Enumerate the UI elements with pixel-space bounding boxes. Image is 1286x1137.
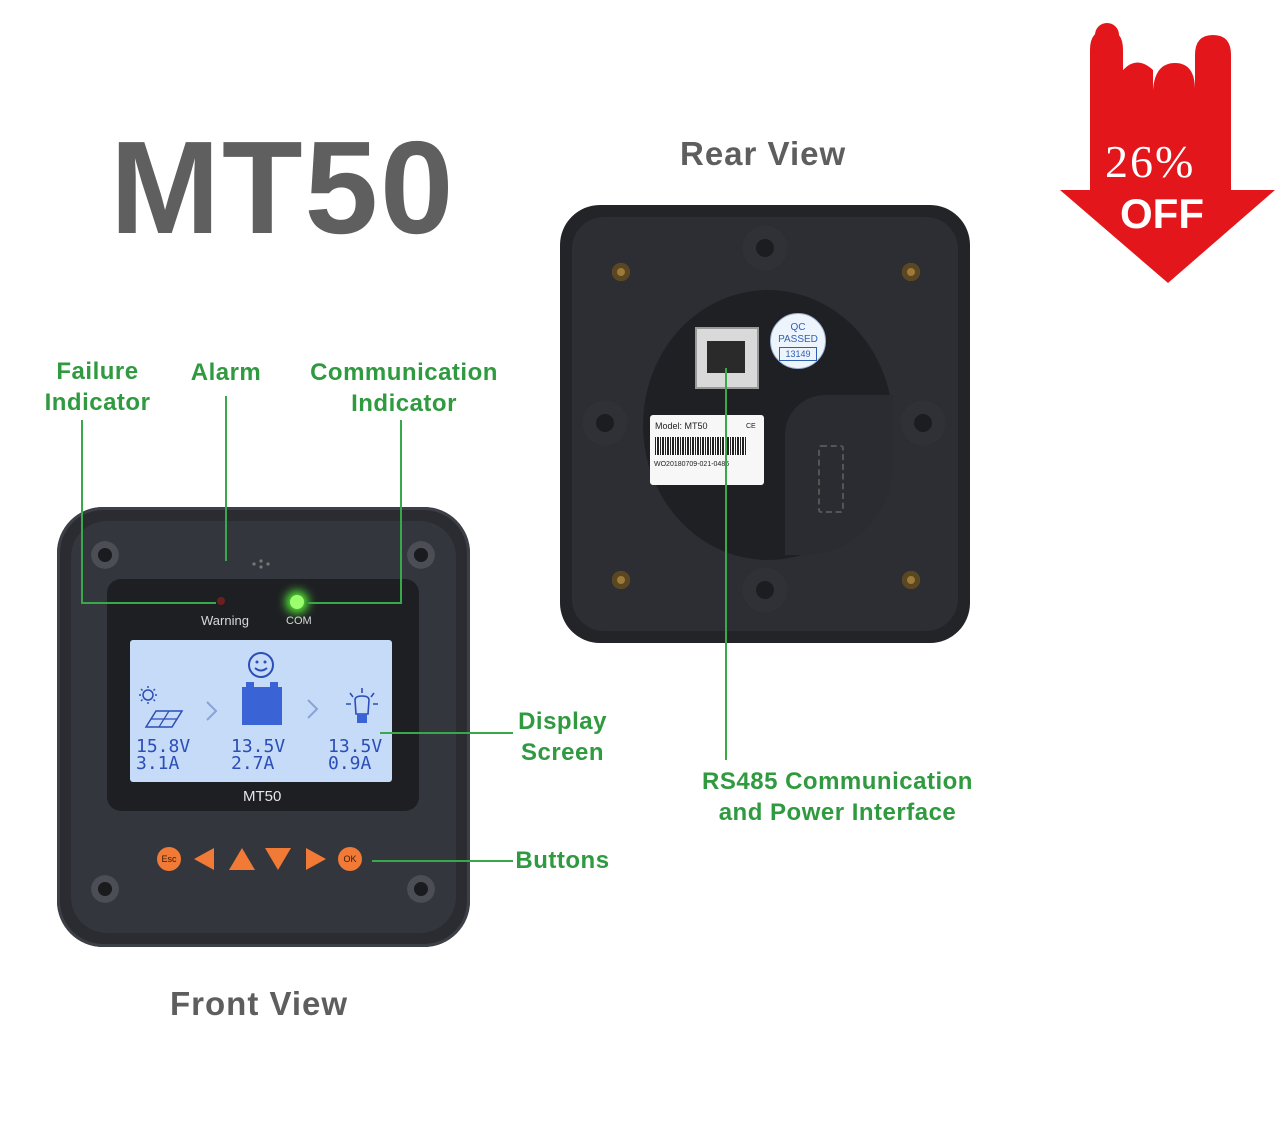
badge-percent: 26% xyxy=(1105,136,1196,187)
alarm-speaker-icon xyxy=(250,557,280,569)
com-leader-vertical xyxy=(400,420,402,604)
serial-number: WO20180709-021-0486 xyxy=(654,461,730,468)
rj45-jack-icon xyxy=(707,341,745,373)
battery-readings: 13.5V 2.7A xyxy=(231,736,286,774)
buttons-leader xyxy=(372,860,513,862)
com-leader-horizontal xyxy=(308,602,402,604)
cover-slot xyxy=(818,445,844,513)
communication-indicator-line2: Indicator xyxy=(351,390,457,417)
com-led xyxy=(290,595,304,609)
load-bulb-icon xyxy=(346,688,378,723)
screw-hole xyxy=(407,541,435,569)
ok-button[interactable]: OK xyxy=(338,847,362,871)
badge-off: OFF xyxy=(1120,190,1204,237)
qc-line2: PASSED xyxy=(778,334,818,345)
pv-readings: 15.8V 3.1A xyxy=(136,736,191,774)
brass-insert xyxy=(902,263,920,281)
battery-icon xyxy=(242,687,282,725)
mount-boss xyxy=(742,567,788,613)
rs485-leader xyxy=(725,368,727,760)
failure-indicator-label: Failure Indicator xyxy=(30,356,165,418)
discount-badge: 26% OFF xyxy=(1045,15,1280,285)
buttons-label: Buttons xyxy=(515,847,610,874)
failure-indicator-line2: Indicator xyxy=(44,389,151,416)
pv-current: 3.1A xyxy=(136,753,180,774)
screw-hole xyxy=(91,875,119,903)
pv-voltage: 15.8V xyxy=(136,736,191,757)
brass-insert xyxy=(612,571,630,589)
display-screen-line2: Screen xyxy=(520,739,605,766)
rear-view-label: Rear View xyxy=(680,135,847,172)
ce-mark: CE xyxy=(746,423,756,430)
qc-code: 13149 xyxy=(779,347,817,361)
load-current: 0.9A xyxy=(328,753,372,774)
front-view-label: Front View xyxy=(170,985,349,1022)
battery-terminal xyxy=(270,682,278,687)
lcd-screen: 15.8V 3.1A 13.5V 2.7A 13.5V 0.9A xyxy=(130,640,392,782)
battery-terminal xyxy=(246,682,254,687)
qc-sticker: QC PASSED 13149 xyxy=(770,313,826,369)
model-label-text: Model: MT50 xyxy=(655,421,708,431)
battery-current: 2.7A xyxy=(231,753,275,774)
esc-button[interactable]: Esc xyxy=(157,847,181,871)
display-leader xyxy=(380,732,513,734)
brass-insert xyxy=(902,571,920,589)
rs485-label: RS485 Communication and Power Interface xyxy=(690,766,985,828)
device-brand-label: MT50 xyxy=(243,788,282,805)
qc-line1: QC xyxy=(790,322,806,333)
up-button[interactable] xyxy=(227,846,257,872)
failure-indicator-line1: Failure xyxy=(56,358,139,385)
rj45-port xyxy=(695,327,759,389)
communication-indicator-label: Communication Indicator xyxy=(300,357,508,419)
load-readings: 13.5V 0.9A xyxy=(328,736,383,774)
flow-arrow-icon xyxy=(307,699,319,719)
rear-device: QC PASSED 13149 Model: MT50 CE WO2018070… xyxy=(560,205,970,643)
load-voltage: 13.5V xyxy=(328,736,383,757)
rs485-line1: RS485 Communication xyxy=(702,768,973,795)
rs485-line2: and Power Interface xyxy=(718,799,957,826)
mount-boss xyxy=(742,225,788,271)
com-text: COM xyxy=(286,615,312,627)
warning-led xyxy=(217,597,225,605)
flow-arrow-icon xyxy=(206,701,218,721)
down-button[interactable] xyxy=(263,846,293,872)
smiley-icon xyxy=(248,652,274,678)
discount-arrow-icon xyxy=(1060,23,1275,283)
battery-voltage: 13.5V xyxy=(231,736,286,757)
alarm-leader xyxy=(225,396,227,561)
left-button[interactable] xyxy=(191,846,217,872)
mount-boss xyxy=(900,400,946,446)
screw-hole xyxy=(407,875,435,903)
display-screen-line1: Display xyxy=(518,708,607,735)
communication-indicator-line1: Communication xyxy=(310,359,498,386)
mount-boss xyxy=(582,400,628,446)
model-label-sticker: Model: MT50 CE WO20180709-021-0486 xyxy=(650,415,764,485)
right-button[interactable] xyxy=(303,846,329,872)
display-screen-label: Display Screen xyxy=(505,706,620,768)
solar-panel-icon xyxy=(139,686,184,728)
front-device: Warning COM 15.8V 3. xyxy=(57,507,470,947)
warning-text: Warning xyxy=(201,613,249,628)
product-title: MT50 xyxy=(110,114,456,261)
failure-leader-vertical xyxy=(81,420,83,604)
failure-leader-horizontal xyxy=(81,602,216,604)
brass-insert xyxy=(612,263,630,281)
barcode-icon xyxy=(655,437,747,455)
alarm-label: Alarm xyxy=(190,359,262,386)
screw-hole xyxy=(91,541,119,569)
